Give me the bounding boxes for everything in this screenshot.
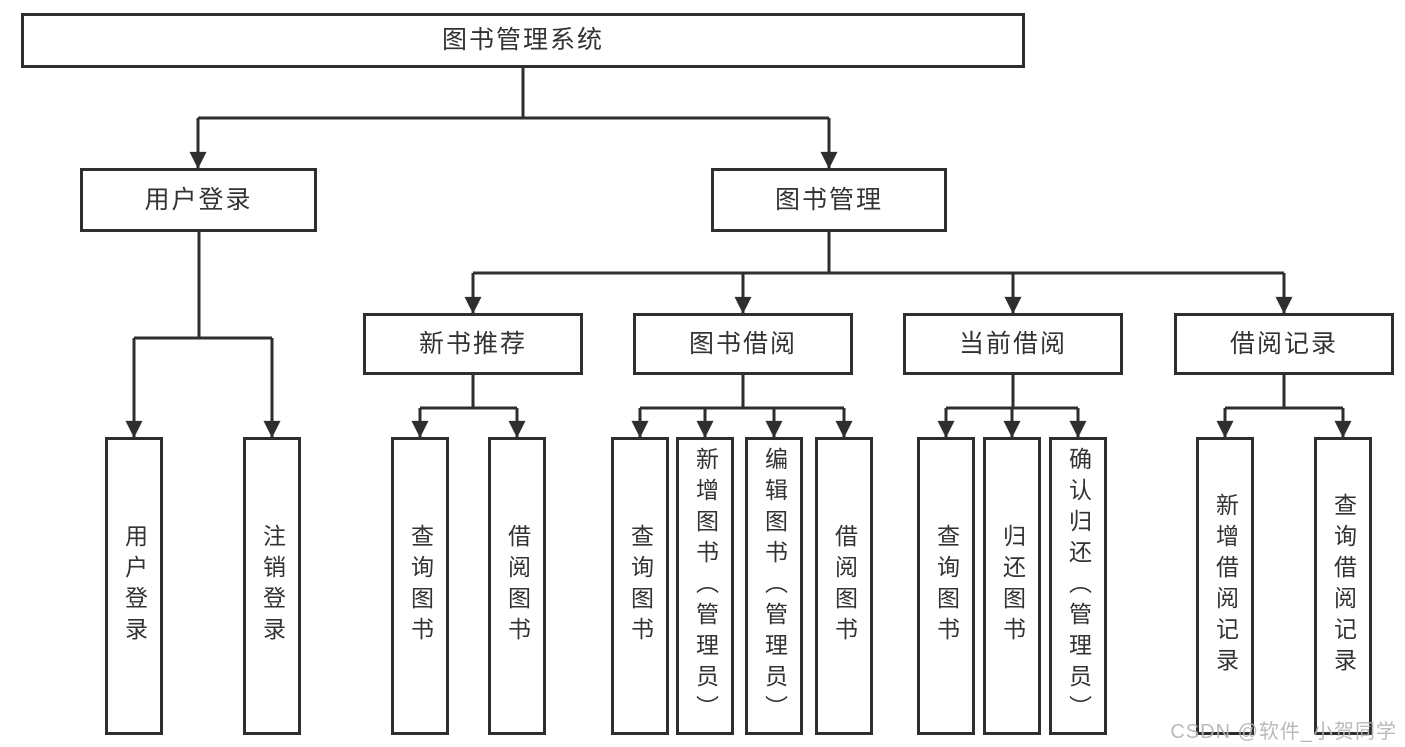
leaf-edit-book-admin: 编辑图书（管理员） [745,437,803,735]
leaf-query-borrow-record: 查询借阅记录 [1314,437,1372,735]
leaf-user-login: 用户登录 [105,437,163,735]
leaf-borrow-books-recommend: 借阅图书 [488,437,546,735]
connector-arrows [125,118,1352,438]
leaf-add-borrow-record: 新增借阅记录 [1196,437,1254,735]
node-book-borrow: 图书借阅 [633,313,853,375]
leaf-query-books-current: 查询图书 [917,437,975,735]
leaf-add-book-admin: 新增图书（管理员） [676,437,734,735]
leaf-query-books-borrow: 查询图书 [611,437,669,735]
node-user-login: 用户登录 [80,168,317,232]
node-book-management: 图书管理 [711,168,947,232]
node-root-system: 图书管理系统 [21,13,1025,68]
watermark-text: CSDN @软件_小贺同学 [1170,721,1397,743]
node-new-book-recommend: 新书推荐 [363,313,583,375]
leaf-logout: 注销登录 [243,437,301,735]
leaf-return-book: 归还图书 [983,437,1041,735]
leaf-confirm-return-admin: 确认归还（管理员） [1049,437,1107,735]
node-current-borrow: 当前借阅 [903,313,1123,375]
node-borrow-records: 借阅记录 [1174,313,1394,375]
leaf-borrow-books: 借阅图书 [815,437,873,735]
leaf-query-books-recommend: 查询图书 [391,437,449,735]
